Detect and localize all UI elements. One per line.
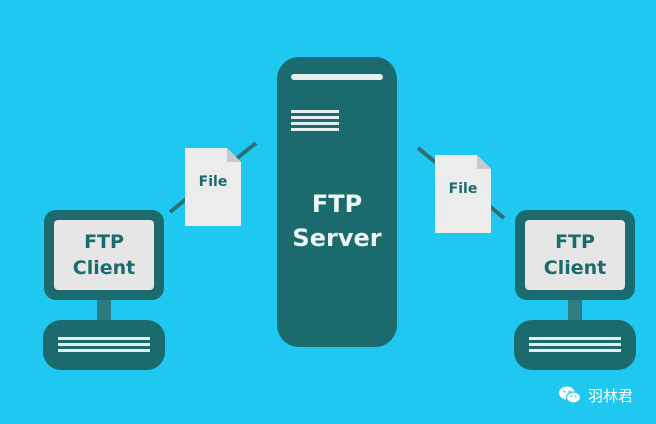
client-screen: FTP Client [525, 220, 625, 290]
keyboard-line [529, 349, 621, 352]
wechat-icon [559, 386, 582, 404]
watermark-text: 羽林君 [588, 386, 634, 405]
file-label-left: File [198, 174, 228, 190]
file-document-right: File [435, 155, 491, 233]
keyboard-line [529, 343, 621, 346]
server-label: FTP Server [277, 187, 397, 255]
server-vent-line [291, 116, 339, 119]
client-monitor: FTP Client [515, 210, 635, 300]
client-monitor: FTP Client [44, 210, 164, 300]
file-label-right: File [448, 181, 478, 197]
server-top-bar [291, 74, 383, 80]
client-label-line1: FTP [555, 231, 595, 253]
keyboard-line [529, 337, 621, 340]
client-stand [568, 300, 582, 320]
client-stand [97, 300, 111, 320]
document-icon [435, 155, 491, 233]
server-label-line2: Server [292, 224, 382, 252]
client-label-line2: Client [543, 257, 607, 279]
client-keyboard [514, 320, 636, 370]
client-label-line2: Client [72, 257, 136, 279]
document-icon [185, 148, 241, 226]
server-vent-line [291, 122, 339, 125]
client-label-line1: FTP [84, 231, 124, 253]
keyboard-line [58, 343, 150, 346]
keyboard-line [58, 337, 150, 340]
ftp-server: FTP Server [277, 57, 397, 347]
file-document-left: File [185, 148, 241, 226]
client-keyboard [43, 320, 165, 370]
server-vent-line [291, 128, 339, 131]
server-vent-line [291, 110, 339, 113]
watermark: 羽林君 [558, 383, 633, 407]
keyboard-line [58, 349, 150, 352]
server-label-line1: FTP [311, 190, 363, 218]
client-screen: FTP Client [54, 220, 154, 290]
